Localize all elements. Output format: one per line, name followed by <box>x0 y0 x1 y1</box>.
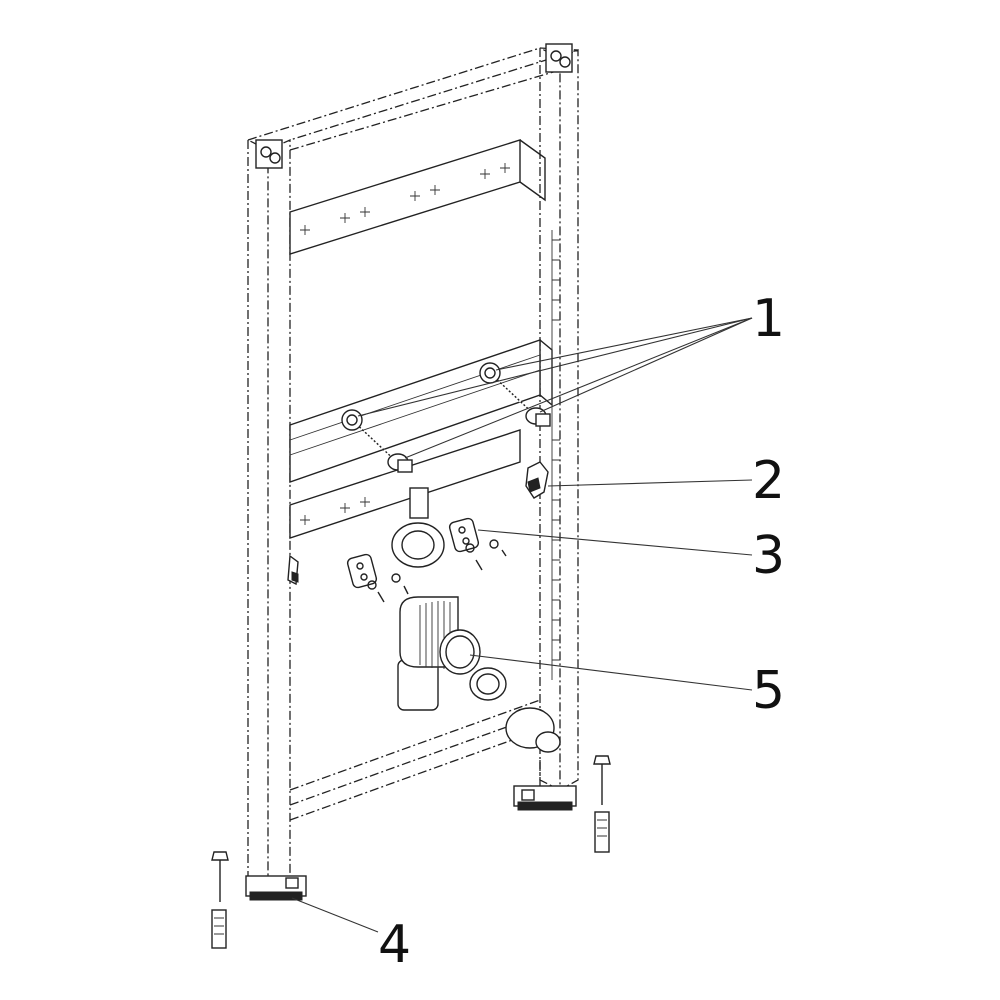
callout-3: 3 <box>752 526 785 586</box>
upper-mounting-rail <box>289 139 546 255</box>
anchor-screw-left <box>211 851 229 949</box>
pipe-holder <box>391 487 445 568</box>
callout-1: 1 <box>752 289 785 349</box>
mounting-plate-right <box>448 517 480 553</box>
drain-outlet <box>505 707 561 790</box>
mounting-plate-left <box>346 553 378 589</box>
height-scale <box>551 230 560 680</box>
callout-5: 5 <box>752 661 785 721</box>
anchor-screw-right <box>593 755 611 853</box>
angle-bracket-right <box>525 461 549 499</box>
callout-2: 2 <box>752 451 785 511</box>
plate-screws <box>367 539 507 603</box>
angle-bracket-left <box>287 554 299 586</box>
threaded-rod-left <box>341 409 413 473</box>
callout-4: 4 <box>378 915 411 975</box>
foot-bracket-left <box>245 875 307 901</box>
leader-lines <box>291 317 753 933</box>
drain-elbow <box>397 596 507 711</box>
foot-bracket-right <box>513 785 577 811</box>
lower-mounting-rail <box>289 429 521 539</box>
